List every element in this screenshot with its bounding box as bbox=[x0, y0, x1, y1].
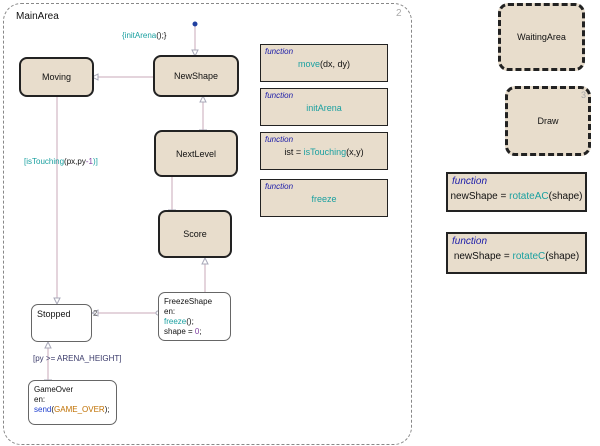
main-area-title: MainArea bbox=[16, 11, 59, 22]
state-waiting-area[interactable]: WaitingArea bbox=[498, 3, 585, 71]
state-freeze-shape[interactable]: FreezeShape en: freeze(); shape = 0; bbox=[158, 292, 231, 341]
function-keyword: function bbox=[265, 182, 294, 191]
main-area-state[interactable] bbox=[3, 3, 412, 445]
state-stopped[interactable]: Stopped bbox=[31, 304, 92, 342]
draw-number: 3 bbox=[581, 90, 587, 100]
freeze-shape-line1: freeze(); bbox=[164, 317, 194, 326]
function-keyword: function bbox=[265, 135, 294, 144]
function-move[interactable]: function move(dx, dy) bbox=[260, 44, 388, 82]
transition-touching-guard: [isTouching(px,py-1)] bbox=[24, 157, 98, 166]
state-stopped-label: Stopped bbox=[37, 309, 71, 319]
state-game-over[interactable]: GameOver en: send(GAME_OVER); bbox=[28, 380, 117, 425]
function-keyword: function bbox=[452, 176, 488, 187]
function-keyword: function bbox=[452, 236, 488, 247]
transition-arena-height-guard: [py >= ARENA_HEIGHT] bbox=[33, 354, 122, 363]
freeze-shape-en: en: bbox=[164, 307, 176, 316]
freeze-shape-name: FreezeShape bbox=[164, 297, 213, 306]
game-over-en: en: bbox=[34, 395, 46, 404]
state-new-shape-label: NewShape bbox=[173, 71, 219, 81]
draw-label: Draw bbox=[537, 116, 559, 126]
state-next-level[interactable]: NextLevel bbox=[154, 130, 238, 177]
function-freeze[interactable]: function freeze bbox=[260, 179, 388, 217]
state-moving[interactable]: Moving bbox=[19, 57, 94, 97]
game-over-name: GameOver bbox=[34, 385, 74, 394]
game-over-line1: send(GAME_OVER); bbox=[34, 405, 110, 414]
default-transition-action: {initArena();} bbox=[122, 31, 167, 40]
state-score[interactable]: Score bbox=[158, 210, 232, 258]
function-init-arena[interactable]: function initArena bbox=[260, 88, 388, 126]
function-keyword: function bbox=[265, 91, 294, 100]
transition-priority-label: 2 bbox=[93, 309, 98, 318]
state-new-shape[interactable]: NewShape bbox=[153, 55, 239, 97]
state-next-level-label: NextLevel bbox=[175, 148, 217, 159]
waiting-area-label: WaitingArea bbox=[517, 32, 566, 42]
function-is-touching[interactable]: function ist = isTouching(x,y) bbox=[260, 132, 388, 170]
function-keyword: function bbox=[265, 47, 294, 56]
state-moving-label: Moving bbox=[41, 72, 71, 82]
function-rotate-c[interactable]: function newShape = rotateC(shape) bbox=[446, 232, 587, 274]
freeze-shape-line2: shape = 0; bbox=[164, 327, 202, 336]
main-area-number: 2 bbox=[396, 8, 402, 19]
state-score-label: Score bbox=[183, 229, 207, 239]
function-rotate-ac[interactable]: function newShape = rotateAC(shape) bbox=[446, 172, 587, 212]
state-draw[interactable]: Draw bbox=[505, 86, 591, 156]
